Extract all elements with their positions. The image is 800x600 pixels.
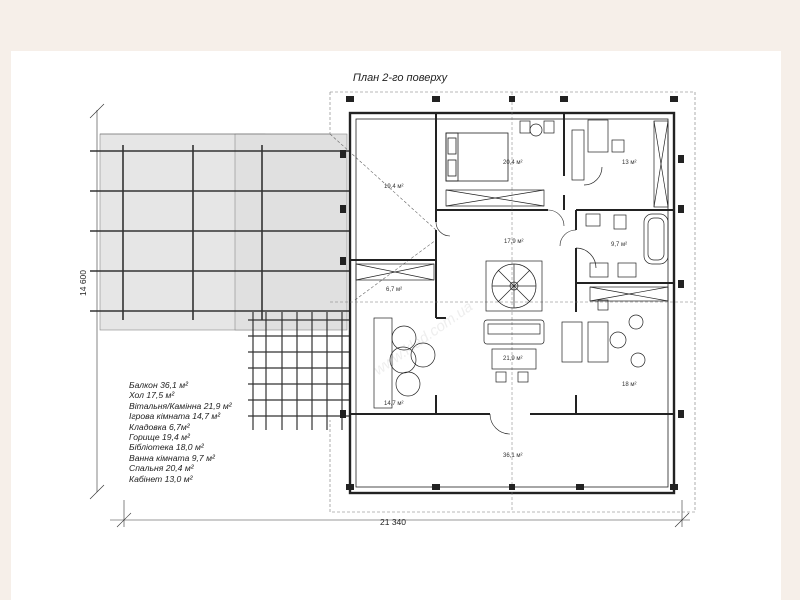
legend-row: Балкон 36,1 м² (129, 380, 188, 390)
legend-row: Хол 17,5 м² (129, 390, 175, 401)
spiral-staircase (485, 260, 543, 312)
bedroom-table-set (519, 120, 555, 137)
dimension-depth: 14 600 (78, 270, 88, 296)
area-library: 18 м² (622, 382, 637, 388)
wardrobes (355, 120, 669, 409)
pergola-beams (90, 145, 350, 320)
door-swings (435, 209, 577, 435)
dimension-width: 21 340 (380, 517, 406, 527)
room-legend: Балкон 36,1 м² Хол 17,5 м² Вітальня/Камі… (129, 380, 232, 484)
axis-lines (330, 92, 695, 512)
roof-outline (329, 91, 696, 513)
library-furniture (561, 299, 646, 368)
legend-row: Спальня 20,4 м² (129, 463, 194, 474)
office-desk (571, 119, 625, 186)
area-play: 14,7 м² (384, 401, 404, 407)
area-balcony: 36,1 м² (503, 453, 523, 459)
living-room-furniture (483, 319, 545, 383)
interior-walls (350, 113, 674, 415)
legend-row: Бібліотека 18,0 м² (129, 442, 204, 453)
area-bedroom: 20,4 м² (503, 160, 523, 166)
legend-row: Кабінет 13,0 м² (129, 473, 193, 484)
terrace-area-2 (234, 133, 348, 331)
area-living: 21,9 м² (503, 356, 523, 362)
pergola-grid (248, 312, 350, 430)
bathroom-fixtures (575, 213, 669, 278)
bed (445, 132, 509, 182)
area-hall: 17,9 м² (504, 239, 524, 245)
area-bath: 9,7 м² (611, 242, 628, 248)
legend-row: Ігрова кімната 14,7 м² (129, 411, 221, 422)
dimension-lines (89, 103, 690, 528)
area-office: 13 м² (622, 160, 637, 166)
legend-row: Вітальня/Камінна 21,9 м² (129, 400, 232, 411)
play-room-furniture (389, 325, 436, 397)
area-storage: 6,7 м² (386, 287, 403, 293)
log-posts (340, 96, 684, 490)
plan-title: План 2-го поверху (352, 72, 448, 84)
area-attic: 19,4 м² (384, 184, 404, 190)
legend-row: Кладовка 6,7м² (129, 421, 190, 432)
legend-row: Горище 19,4 м² (129, 432, 190, 443)
legend-row: Ванна кімната 9,7 м² (129, 452, 215, 463)
